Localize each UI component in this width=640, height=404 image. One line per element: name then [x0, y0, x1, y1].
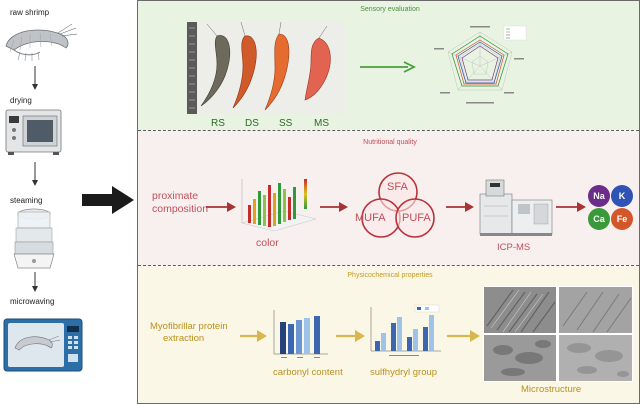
microstructure-sem-images	[483, 286, 633, 382]
gold-arrow-icon	[240, 330, 267, 342]
green-arrow-icon	[360, 61, 416, 73]
arrow-down-icon	[32, 66, 38, 90]
gold-arrow-icon	[447, 330, 480, 342]
red-arrow-icon	[446, 202, 474, 212]
carbonyl-bar-chart-thumbnail	[273, 310, 328, 358]
nutrition-title: Nutritional quality	[363, 139, 417, 146]
venn-mufa-label: MUFA	[355, 212, 386, 224]
myofibrillar-label-line1: Myofibrillar protein	[150, 321, 228, 332]
divider-line	[138, 130, 639, 131]
icp-ms-instrument-icon	[479, 179, 553, 236]
proximate-label-line1: proximate	[152, 190, 199, 202]
red-arrow-icon	[320, 202, 348, 212]
red-arrow-icon	[556, 202, 586, 212]
main-arrow-icon	[82, 186, 134, 214]
sample-label-rs: RS	[211, 118, 225, 129]
shrimp-photo	[187, 22, 345, 114]
drying-oven-icon	[5, 109, 62, 155]
sample-label-ds: DS	[245, 118, 259, 129]
myofibrillar-label-line2: extraction	[163, 333, 205, 344]
arrow-down-icon	[32, 162, 38, 186]
microstructure-label: Microstructure	[521, 384, 582, 395]
mineral-k: K	[618, 191, 626, 201]
raw-shrimp-icon	[5, 23, 78, 62]
radar-chart-thumbnail	[434, 25, 527, 104]
arrow-down-icon	[32, 272, 38, 292]
physico-title: Physicochemical properties	[347, 272, 433, 279]
fatty-acid-venn	[361, 172, 435, 238]
mineral-fe: Fe	[616, 214, 628, 224]
sensory-title: Sensory evaluation	[360, 6, 420, 13]
mineral-ca: Ca	[593, 214, 605, 224]
step-drying-label: drying	[10, 96, 32, 105]
sample-label-ss: SS	[279, 118, 293, 129]
carbonyl-label: carbonyl content	[273, 367, 343, 378]
step-microwaving-label: microwaving	[10, 297, 55, 306]
step-raw-shrimp-label: raw shrimp	[10, 8, 50, 17]
steamer-icon	[13, 208, 55, 269]
red-arrow-icon	[206, 202, 236, 212]
sulfhydryl-bar-chart-thumbnail	[370, 304, 441, 356]
mineral-na: Na	[593, 191, 605, 201]
venn-sfa-label: SFA	[387, 181, 408, 193]
divider-line	[138, 265, 639, 266]
proximate-label-line2: composition	[152, 203, 209, 215]
sample-label-ms: MS	[314, 118, 329, 129]
venn-pufa-label: PUFA	[402, 212, 431, 224]
microwave-icon	[3, 318, 83, 372]
mineral-circles	[588, 185, 633, 230]
icp-ms-label: ICP-MS	[497, 242, 531, 253]
gold-arrow-icon	[336, 330, 365, 342]
sulfhydryl-label: sulfhydryl group	[370, 367, 438, 378]
color-label: color	[256, 237, 279, 249]
color-3d-chart-thumbnail	[241, 179, 317, 232]
step-steaming-label: steaming	[10, 196, 43, 205]
